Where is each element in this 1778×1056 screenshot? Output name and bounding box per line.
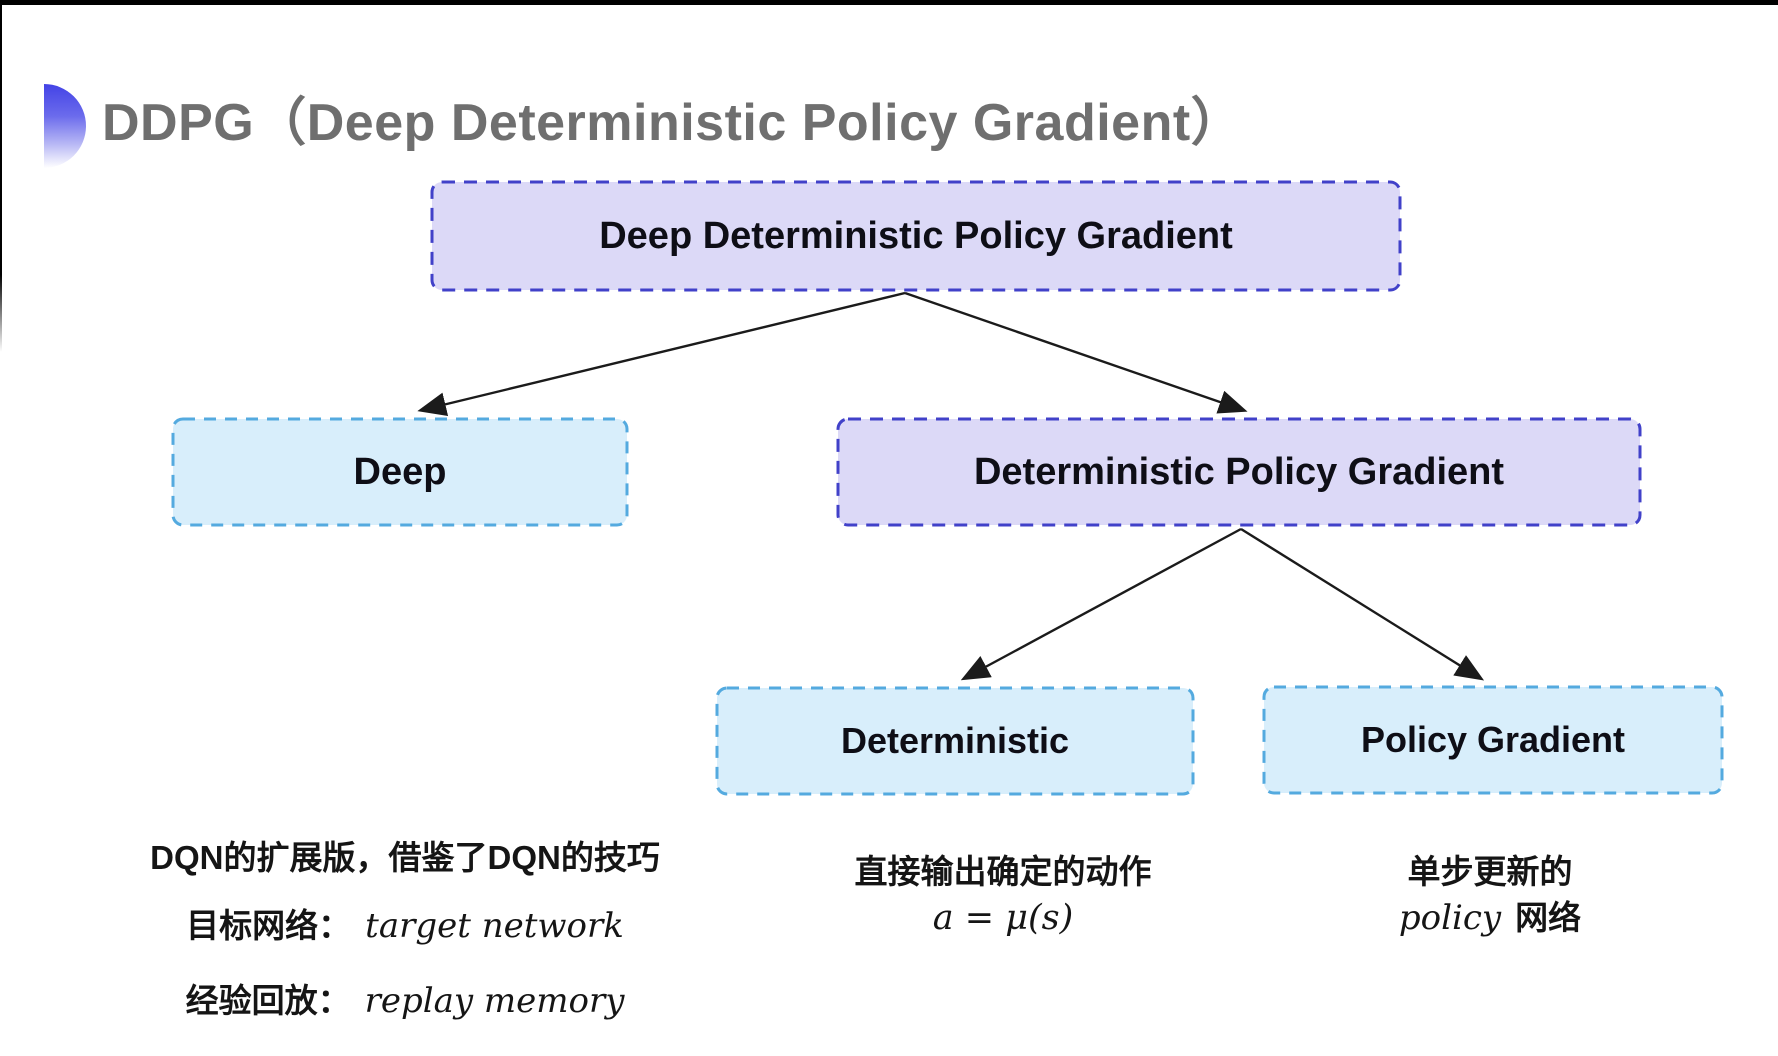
node-deep-label: Deep bbox=[353, 450, 447, 493]
edge-root-deep bbox=[417, 291, 906, 417]
top-black-bar bbox=[0, 0, 1778, 5]
notes-deterministic-formula: a = μ(s) bbox=[932, 898, 1074, 938]
notes-policy-gradient-line1: 单步更新的 bbox=[1407, 853, 1573, 890]
node-policy-gradient-label: Policy Gradient bbox=[1360, 719, 1626, 760]
edge-dpg-deterministic bbox=[960, 527, 1242, 681]
node-root: Deep Deterministic Policy Gradient bbox=[430, 180, 1402, 292]
edge-root-dpg bbox=[904, 291, 1248, 414]
edge-dpg-policy-gradient bbox=[1240, 527, 1485, 681]
node-policy-gradient: Policy Gradient bbox=[1262, 685, 1724, 795]
node-deterministic: Deterministic bbox=[715, 686, 1195, 796]
notes-deep-line1: DQN的扩展版，借鉴了DQN的技巧 bbox=[150, 839, 660, 876]
notes-deep-line3-term: replay memory bbox=[364, 981, 625, 1021]
notes-policy-gradient: 单步更新的 policy 网络 bbox=[1290, 849, 1690, 948]
node-dpg-label: Deterministic Policy Gradient bbox=[973, 450, 1505, 493]
notes-deep-line2-term: target network bbox=[365, 906, 624, 946]
notes-deep: DQN的扩展版，借鉴了DQN的技巧 目标网络： target network 经验… bbox=[120, 824, 690, 1042]
left-black-edge bbox=[0, 0, 2, 352]
notes-deep-line2-label: 目标网络： bbox=[186, 907, 352, 944]
notes-deterministic: 直接输出确定的动作 a = μ(s) bbox=[803, 849, 1203, 941]
node-dpg: Deterministic Policy Gradient bbox=[836, 417, 1642, 527]
node-deterministic-label: Deterministic bbox=[840, 720, 1070, 761]
notes-deep-line3-label: 经验回放： bbox=[185, 982, 351, 1019]
page-title: DDPG（Deep Deterministic Policy Gradient） bbox=[102, 94, 1244, 152]
notes-policy-gradient-label: 网络 bbox=[1515, 899, 1582, 936]
node-root-label: Deep Deterministic Policy Gradient bbox=[599, 214, 1233, 257]
notes-policy-gradient-term: policy bbox=[1398, 898, 1502, 938]
notes-deterministic-line1: 直接输出确定的动作 bbox=[854, 853, 1152, 890]
node-deep: Deep bbox=[171, 417, 629, 527]
